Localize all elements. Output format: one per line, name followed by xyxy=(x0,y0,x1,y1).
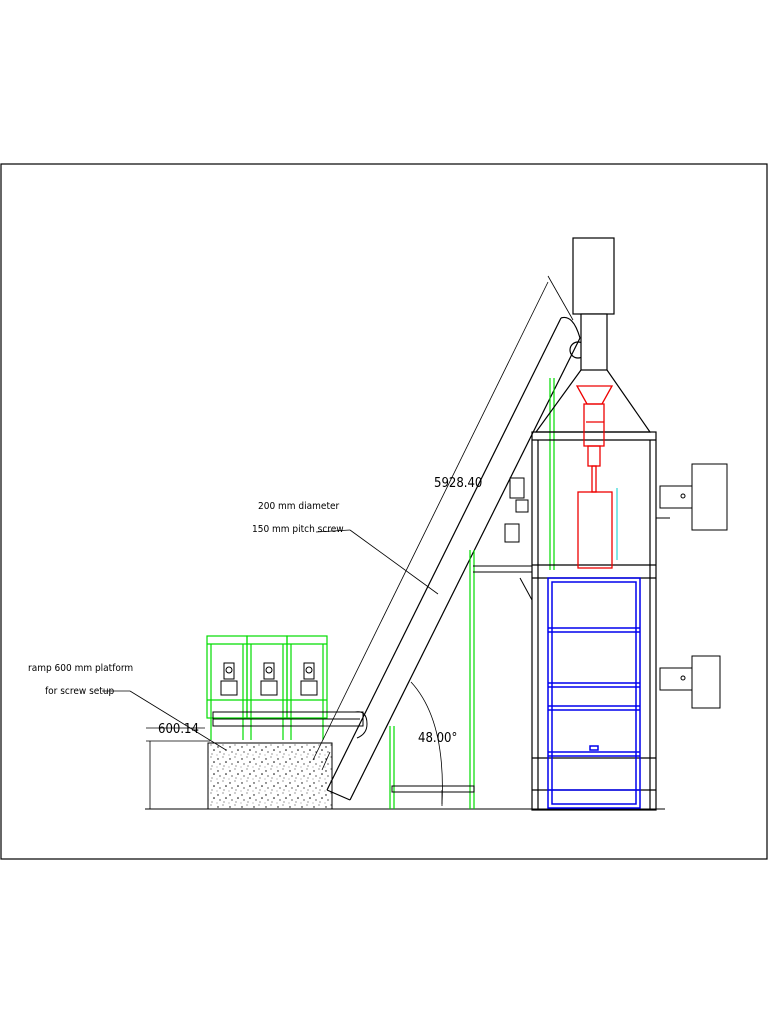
ramp-note-line2: for screw setup xyxy=(45,686,115,697)
ramp-platform xyxy=(207,742,333,810)
side-motor-upper xyxy=(656,463,728,531)
leader-lines xyxy=(102,529,439,751)
ramp-note-line1: ramp 600 mm platform xyxy=(28,663,133,674)
screw-spec-line2: 150 mm pitch screw xyxy=(252,524,344,535)
red-hopper xyxy=(575,385,614,569)
angle-dimension xyxy=(410,681,443,806)
platform-height-dimension xyxy=(146,727,210,809)
screw-spec-line1: 200 mm diameter xyxy=(258,501,340,512)
conveyor-supports xyxy=(389,378,555,809)
feed-screw xyxy=(212,711,368,739)
incline-angle-label: 48.00° xyxy=(418,731,457,746)
base-brace xyxy=(391,565,532,793)
drawing-border xyxy=(0,163,768,860)
hopper-motors xyxy=(220,662,318,696)
conveyor-length-label: 5928.40 xyxy=(434,476,482,491)
dust-collector xyxy=(534,237,652,433)
blue-bin-structure xyxy=(547,577,641,809)
conveyor-length-dimension xyxy=(312,275,574,771)
tower-drive-motor xyxy=(504,477,533,601)
inclined-screw-conveyor xyxy=(326,316,587,801)
side-motor-lower xyxy=(659,655,721,709)
platform-height-label: 600.14 xyxy=(158,722,199,737)
green-hopper-units xyxy=(206,635,328,740)
